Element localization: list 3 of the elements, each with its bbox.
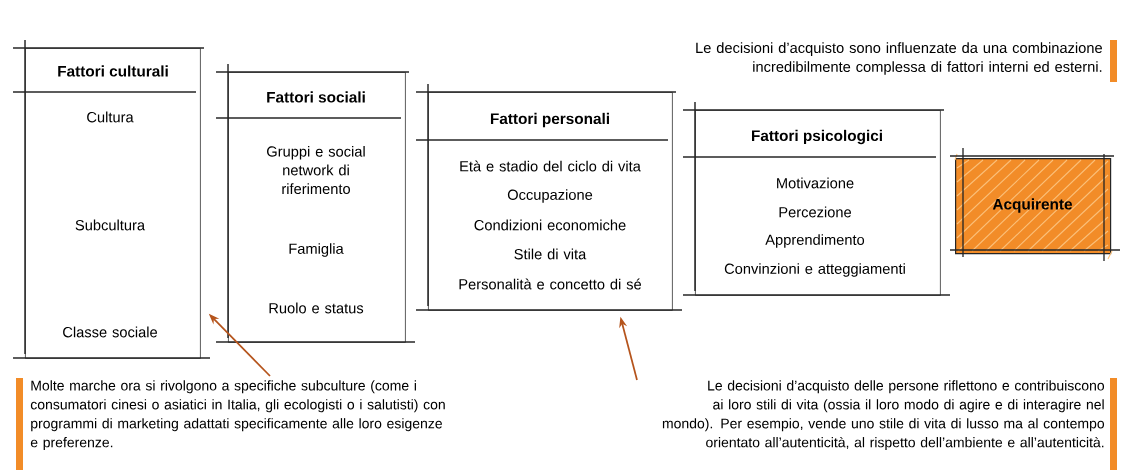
- note-text: Le decisioni d’acquisto sono influenzate da una combinazione incredibilmente complessa di fattori interni ed esterni.: [696, 42, 1102, 75]
- note-text: Le decisioni d’acquisto delle persone riflettono e contribuiscono ai loro stili di vita (ossia il loro modo di agire e di interagire nel mondo). Per esempio, vende uno stile di vita di lusso ma al contempo orientato all’autenticità, al rispetto dell’ambiente e all’autenticità.: [662, 380, 1105, 451]
- note-text: Molte marche ora si rivolgono a specifiche subculture (come i consumatori cinesi o asiatici in Italia, gli ecologisti o i salutisti) con programmi di marketing adattati specificamente alle loro esigenze e preferenze.: [30, 380, 445, 451]
